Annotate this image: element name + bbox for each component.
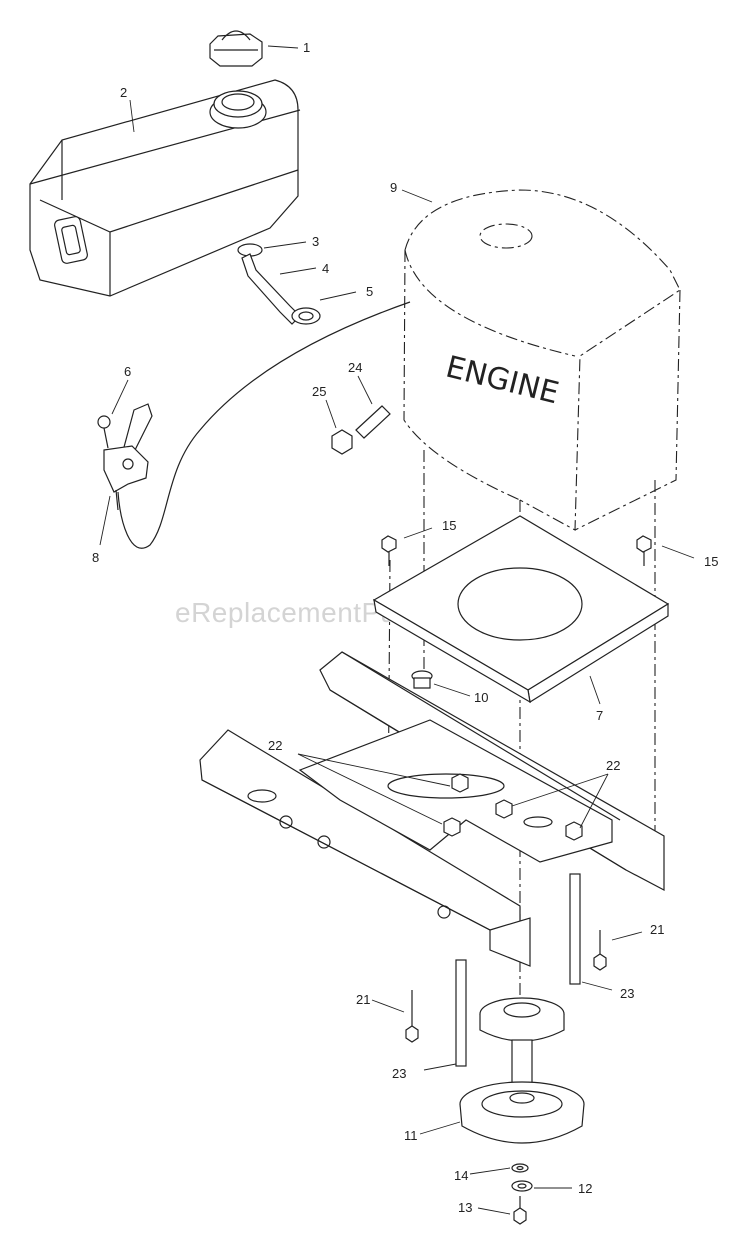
spacer-rod-left xyxy=(455,959,467,1067)
deck-bolt-right xyxy=(593,930,607,971)
leader-line xyxy=(469,1167,511,1175)
engine-outline xyxy=(403,189,681,531)
leader-line xyxy=(419,1121,461,1135)
leader-line xyxy=(263,241,307,249)
fuel-cap xyxy=(209,30,263,67)
leader-line xyxy=(319,291,357,301)
leader-line xyxy=(403,527,433,539)
leader-line xyxy=(325,399,337,429)
leader-line xyxy=(111,379,129,415)
leader-line xyxy=(581,981,613,991)
callout-15-left: 15 xyxy=(442,518,456,533)
deck-support-plate xyxy=(298,719,613,863)
callout-4: 4 xyxy=(322,261,329,276)
callout-12: 12 xyxy=(578,1181,592,1196)
callout-7: 7 xyxy=(596,708,603,723)
nut-2 xyxy=(443,817,461,837)
leader-line xyxy=(297,753,443,825)
leader-line xyxy=(99,495,111,546)
spacer-rod-right xyxy=(569,873,581,985)
leader-line xyxy=(371,999,405,1013)
leader-line xyxy=(401,189,433,203)
spacer xyxy=(411,670,433,689)
washer-12 xyxy=(511,1180,533,1192)
callout-25: 25 xyxy=(312,384,326,399)
callout-22-left: 22 xyxy=(268,738,282,753)
callout-3: 3 xyxy=(312,234,319,249)
leader-line xyxy=(511,773,609,807)
nut-4 xyxy=(565,821,583,841)
fuel-tank xyxy=(29,79,301,297)
engine-pulley xyxy=(459,997,585,1144)
leader-line xyxy=(279,267,317,275)
leader-line xyxy=(477,1207,511,1215)
callout-10: 10 xyxy=(474,690,488,705)
hex-nut xyxy=(331,429,353,455)
leader-line xyxy=(267,45,299,49)
callout-21-left: 21 xyxy=(356,992,370,1007)
callout-21-right: 21 xyxy=(650,922,664,937)
engine-label: ENGINE xyxy=(442,350,562,412)
engine-bolt-right xyxy=(636,535,652,566)
deck-bolt-left xyxy=(405,990,419,1043)
engine-mounting-plate xyxy=(372,515,670,704)
callout-8: 8 xyxy=(92,550,99,565)
engine-pin xyxy=(355,405,391,439)
callout-23-right: 23 xyxy=(620,986,634,1001)
washer-14 xyxy=(511,1163,529,1173)
callout-6: 6 xyxy=(124,364,131,379)
callout-15-right: 15 xyxy=(704,554,718,569)
leader-line xyxy=(297,753,451,787)
leader-line xyxy=(579,773,609,829)
callout-22-right: 22 xyxy=(606,758,620,773)
leader-line xyxy=(357,375,373,405)
callout-9: 9 xyxy=(390,180,397,195)
callout-1: 1 xyxy=(303,40,310,55)
leader-line xyxy=(433,683,471,697)
callout-11: 11 xyxy=(404,1128,418,1143)
pulley-bolt xyxy=(513,1196,527,1225)
throttle-cable xyxy=(117,301,411,549)
callout-2: 2 xyxy=(120,85,127,100)
callout-14: 14 xyxy=(454,1168,468,1183)
fuel-hose-assembly xyxy=(237,243,321,325)
callout-5: 5 xyxy=(366,284,373,299)
leader-line xyxy=(589,675,601,705)
leader-line xyxy=(129,99,135,133)
nut-3 xyxy=(495,799,513,819)
engine-bolt-left xyxy=(381,535,397,566)
leader-line xyxy=(423,1063,457,1071)
leader-line xyxy=(611,931,643,941)
throttle-control xyxy=(97,403,153,511)
callout-13: 13 xyxy=(458,1200,472,1215)
nut-1 xyxy=(451,773,469,793)
callout-24: 24 xyxy=(348,360,362,375)
leader-line xyxy=(661,545,695,559)
frame-rail-left xyxy=(199,729,531,967)
callout-23-left: 23 xyxy=(392,1066,406,1081)
